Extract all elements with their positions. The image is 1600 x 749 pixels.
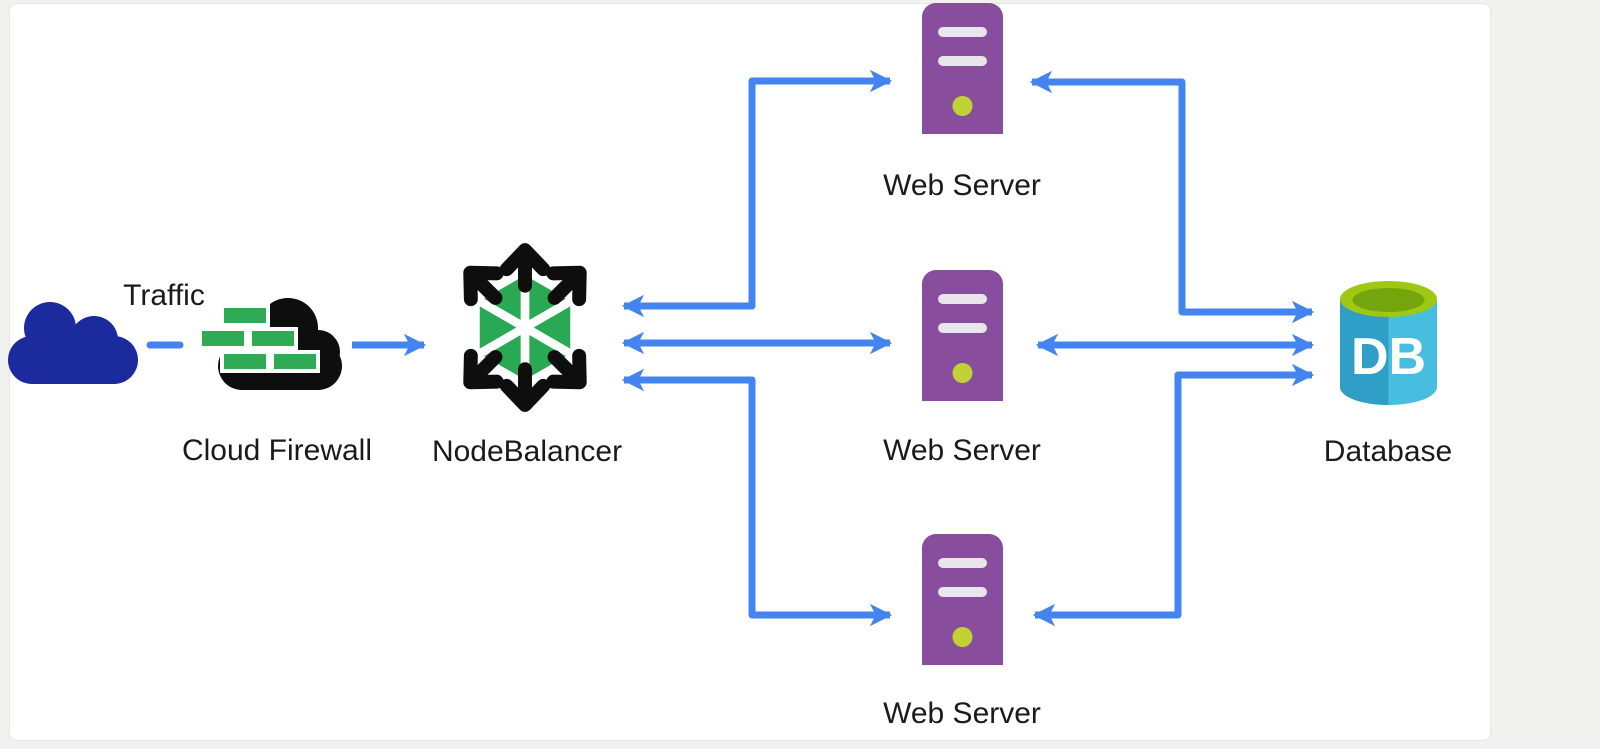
- database-icon: DB: [1340, 281, 1437, 405]
- firewall-bricks: [198, 304, 320, 373]
- nodebalancer-label: NodeBalancer: [431, 435, 623, 468]
- web-server-2-icon: [922, 270, 1003, 401]
- web-server-1-icon: [922, 3, 1003, 134]
- traffic-label: Traffic: [123, 279, 205, 312]
- traffic-cloud-icon: [8, 294, 138, 384]
- web-server-3-icon: [922, 534, 1003, 665]
- cloud-firewall-icon: [198, 294, 342, 390]
- web-server-3-label: Web Server: [883, 697, 1041, 730]
- nodebalancer-icon: [438, 240, 612, 415]
- web-server-1-label: Web Server: [883, 169, 1041, 202]
- db-badge: DB: [1351, 328, 1426, 386]
- web-server-2-label: Web Server: [883, 434, 1041, 467]
- cloud-firewall-label: Cloud Firewall: [181, 434, 373, 467]
- database-label: Database: [1323, 435, 1453, 468]
